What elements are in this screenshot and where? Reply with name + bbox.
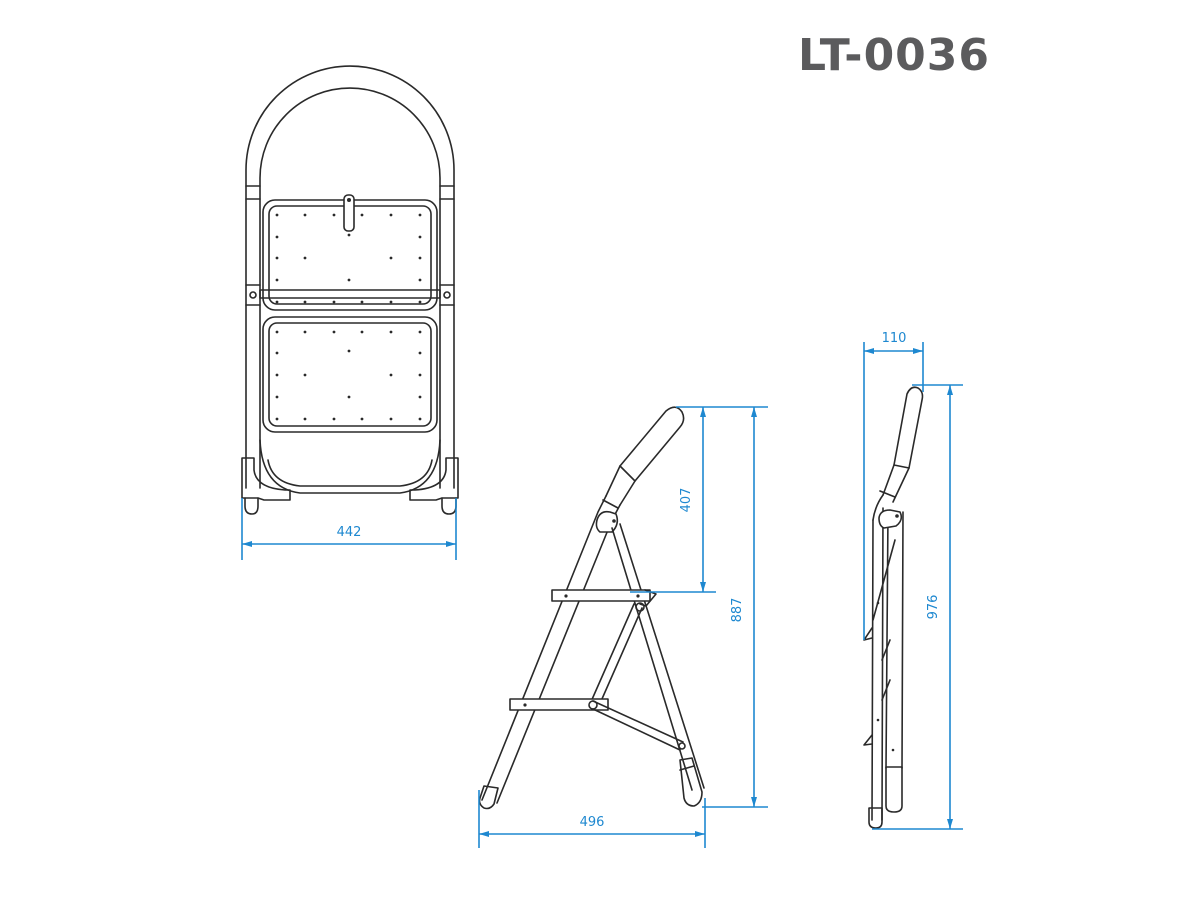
upper-step-side — [551, 589, 651, 602]
dimension-width-front: 442 — [241, 498, 457, 560]
lower-step-side — [509, 698, 609, 711]
dimension-handle-height: 407 — [630, 406, 768, 593]
dimension-thickness-folded: 110 — [863, 331, 924, 640]
model-title: LT-0036 — [798, 30, 991, 81]
side-view-folded — [863, 386, 924, 829]
dimension-total-height-folded: 976 — [872, 384, 963, 830]
folded-handle-grip — [893, 386, 924, 469]
dim-976-label: 976 — [926, 595, 941, 620]
dim-887-label: 887 — [730, 598, 745, 623]
lower-step — [262, 316, 438, 433]
dim-496-label: 496 — [580, 815, 605, 830]
dim-110-label: 110 — [882, 331, 907, 346]
hinge-bracket — [595, 510, 619, 533]
dimension-total-height-open: 887 — [702, 407, 768, 808]
side-view-open — [478, 406, 705, 810]
latch — [343, 194, 355, 232]
arch-handle-outer — [245, 65, 455, 489]
handle-grip — [619, 406, 685, 482]
front-view — [241, 65, 459, 515]
dim-407-label: 407 — [679, 488, 694, 513]
dimension-base-depth: 496 — [478, 790, 706, 848]
dim-442-label: 442 — [337, 525, 362, 540]
